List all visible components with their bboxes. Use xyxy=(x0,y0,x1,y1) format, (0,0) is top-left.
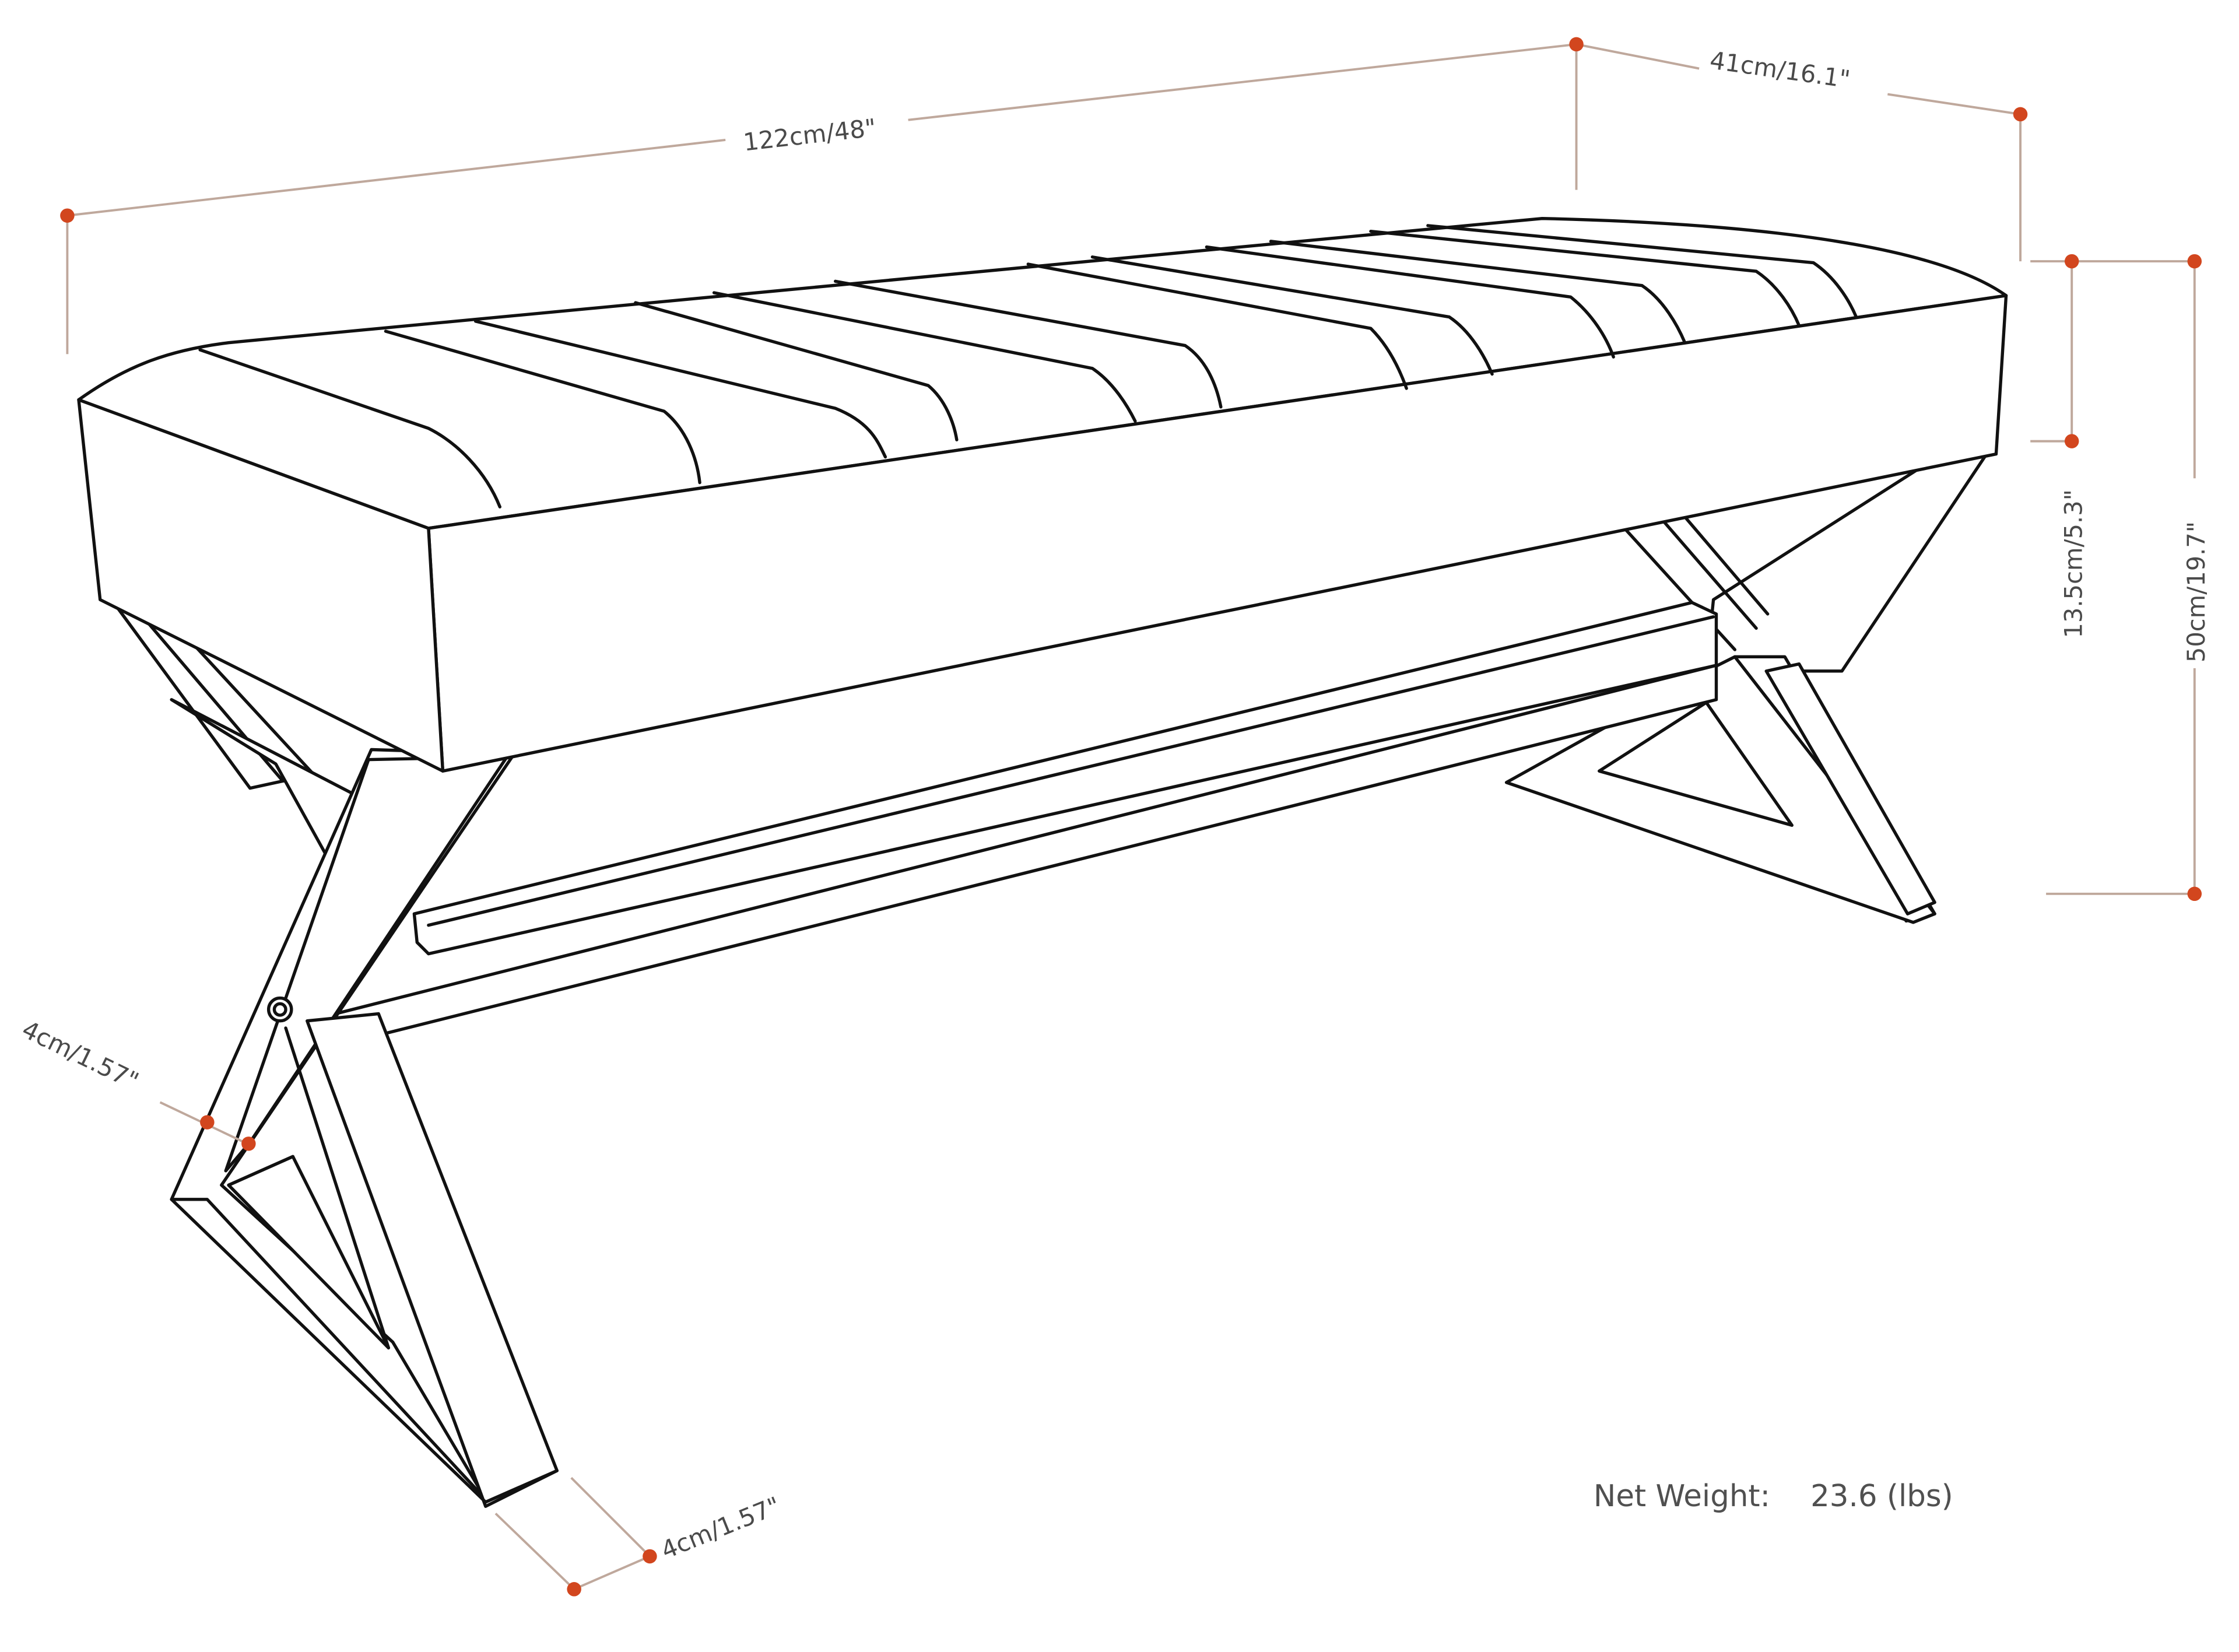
cushion-height-label: 13.5cm/5.3" xyxy=(2059,489,2087,638)
net-weight-value: 23.6 (lbs) xyxy=(1810,1479,1953,1514)
left-leg-front xyxy=(170,748,559,1508)
dimension-cushion-height: 13.5cm/5.3" xyxy=(2030,254,2195,639)
leg-width-side-label: 4cm/1.57" xyxy=(17,1015,143,1096)
dimension-total-height: 50cm/19.7" xyxy=(2046,254,2210,902)
seat-cushion xyxy=(77,216,2008,773)
length-label: 122cm/48" xyxy=(742,113,878,157)
leg-width-front-label: 4cm/1.57" xyxy=(657,1491,784,1565)
bench-illustration xyxy=(77,216,2008,1508)
tufting-channels xyxy=(198,224,1858,508)
dimension-leg-width-front: 4cm/1.57" xyxy=(494,1476,784,1597)
depth-label: 41cm/16.1" xyxy=(1708,45,1852,93)
dimension-leg-width-side: 4cm/1.57" xyxy=(17,1015,256,1151)
net-weight-label: Net Weight: xyxy=(1594,1479,1770,1514)
net-weight: Net Weight: 23.6 (lbs) xyxy=(1594,1479,1953,1514)
total-height-label: 50cm/19.7" xyxy=(2182,521,2210,662)
